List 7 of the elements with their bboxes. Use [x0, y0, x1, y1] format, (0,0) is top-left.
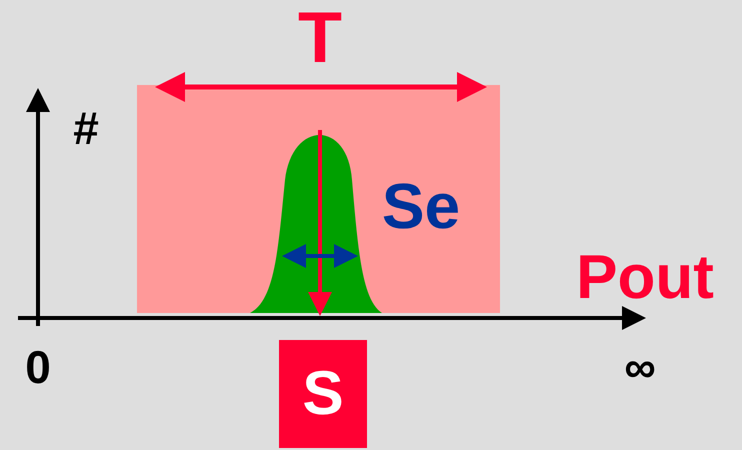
axis-tick-label: ∞: [624, 346, 656, 390]
width-label: Se: [382, 174, 460, 238]
axis-label: #: [73, 105, 99, 151]
dimension-label: T: [298, 2, 342, 74]
axis-tick-label: 0: [25, 344, 51, 390]
symbol-box: S: [279, 340, 367, 448]
output-label: Pout: [576, 247, 714, 309]
